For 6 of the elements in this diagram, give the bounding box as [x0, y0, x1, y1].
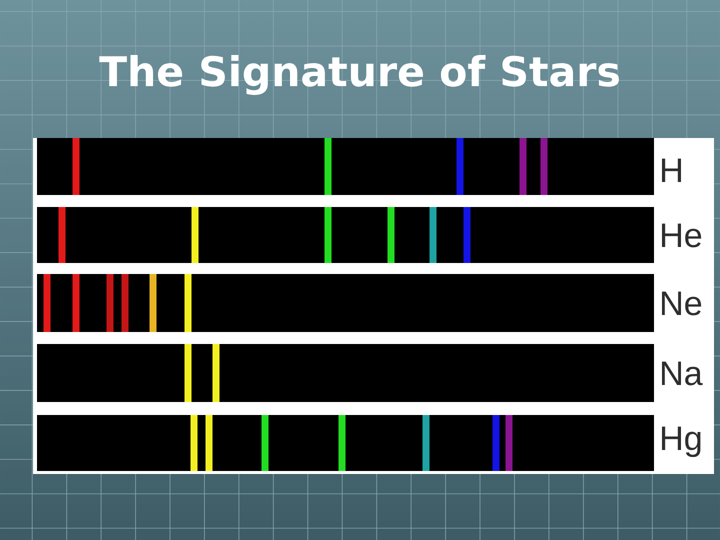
slide-title: The Signature of Stars — [99, 55, 619, 95]
element-label: Hg — [662, 426, 700, 458]
element-label: Ne — [662, 292, 702, 316]
element-label: He — [662, 224, 702, 248]
element-label: H — [662, 158, 681, 182]
element-label: Na — [662, 362, 703, 386]
